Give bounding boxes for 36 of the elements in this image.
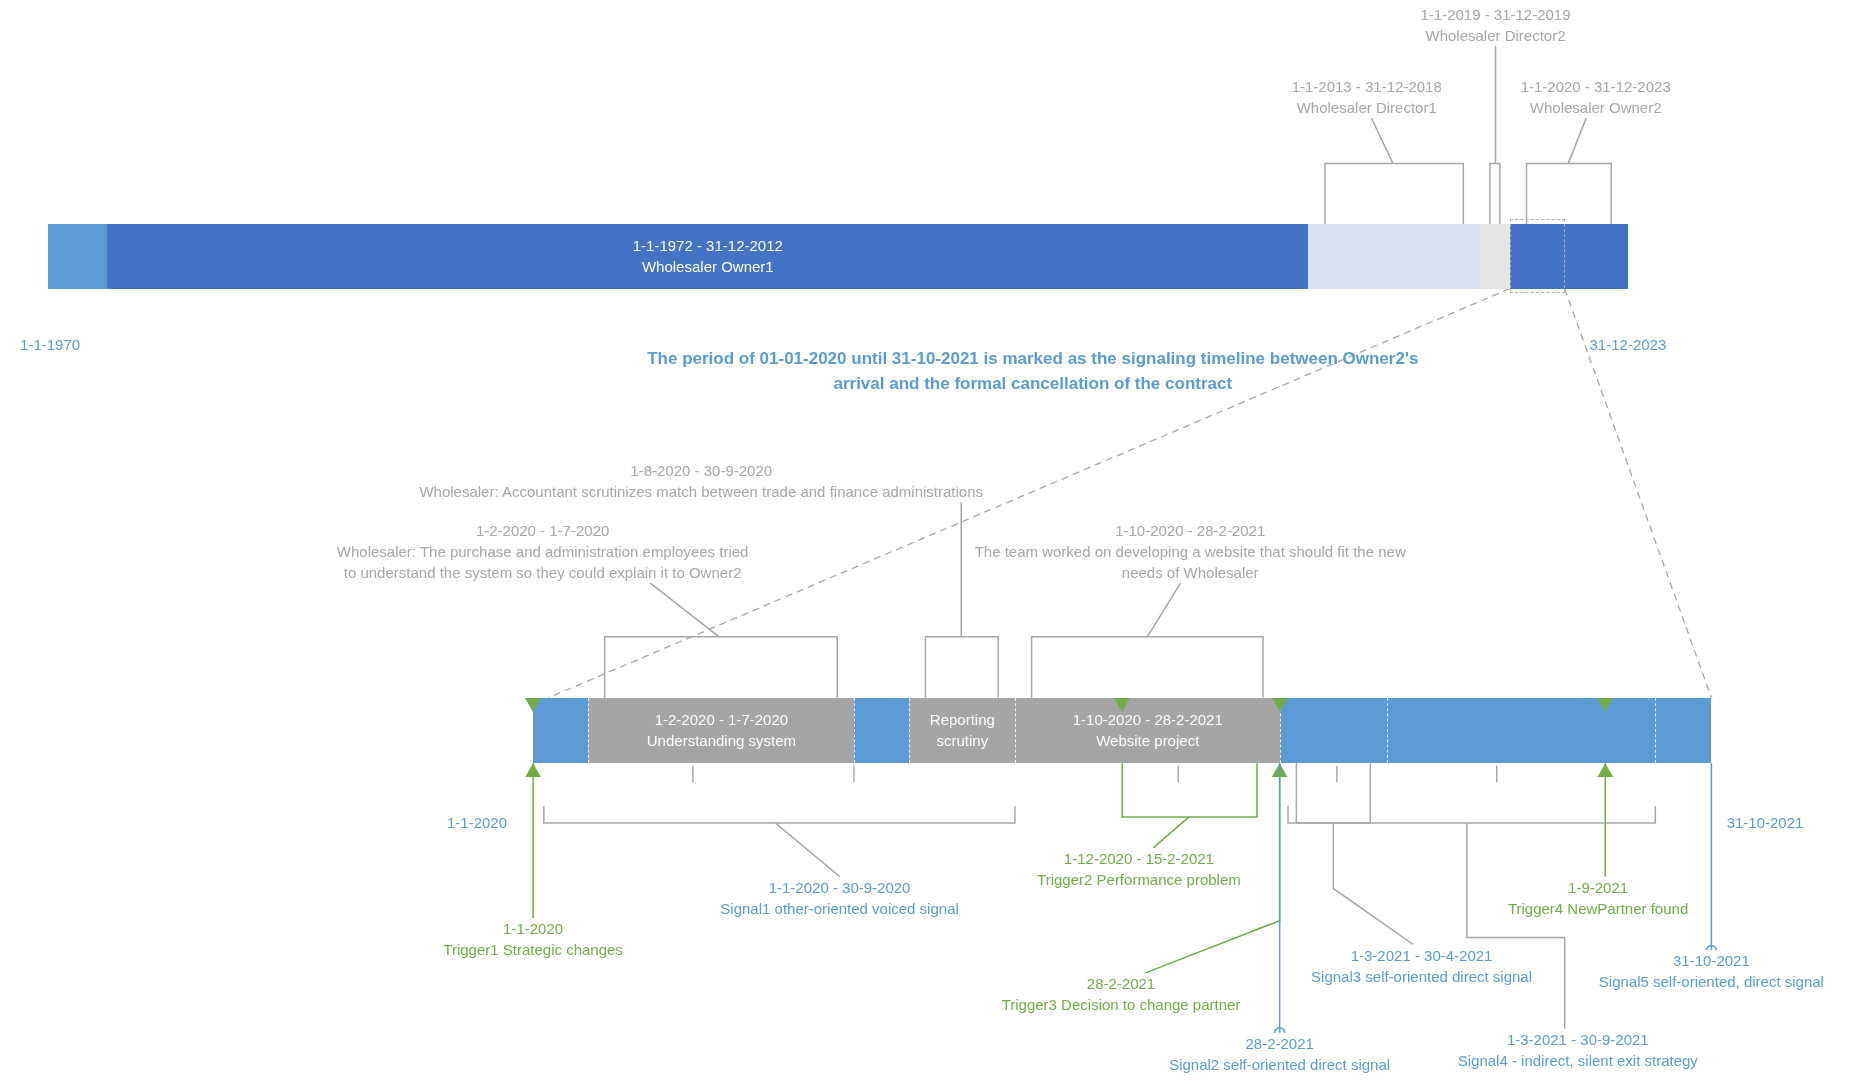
leader-line [1525, 117, 1612, 225]
segment-label: Website project [1096, 731, 1200, 752]
leader-line [1030, 582, 1264, 699]
segment-label: 1-10-2020 - 28-2-2021 [1072, 710, 1223, 731]
timeline-segment [47, 224, 108, 289]
leader-line [1295, 762, 1414, 946]
leader-line [543, 805, 1016, 878]
timeline-segment [1279, 697, 1387, 764]
leader-line [1597, 762, 1614, 878]
date-label: 31-10-2021 [1725, 813, 1805, 834]
segment-label: 1-2-2020 - 1-7-2020 [654, 710, 789, 731]
leader-line [603, 582, 838, 699]
segment-label: Wholesaler Owner1 [641, 257, 774, 278]
segment-label: Reporting scrutiny [928, 710, 996, 752]
leader-line [1324, 117, 1465, 225]
leader-line [525, 762, 542, 919]
timeline-segment [587, 697, 854, 764]
zoom-guide-line [1564, 287, 1713, 699]
timeline-segment [908, 697, 1015, 764]
segment-label: 1-1-1972 - 31-12-2012 [632, 236, 783, 257]
timeline-segment [1387, 697, 1656, 764]
leader-line [1121, 762, 1258, 849]
note-text: The period of 01-01-2020 until 31-10-2021 is marked as the signaling timeline between Owner2's arrival and the formal cancellation of the contract [646, 347, 1420, 396]
leader-line [1287, 805, 1657, 1030]
timeline-segment [533, 697, 588, 764]
leader-line [1489, 44, 1501, 225]
timeline-segment [107, 224, 1309, 289]
timeline-segment [1308, 224, 1480, 289]
leader-line [924, 501, 999, 699]
timeline-segment [1655, 697, 1712, 764]
date-label: 1-1-2020 [446, 813, 509, 834]
timeline-segment [1480, 224, 1510, 289]
timeline-segment [1509, 224, 1628, 289]
segment-label: Understanding system [646, 731, 797, 752]
timeline-segment [1014, 697, 1280, 764]
timeline-segment [853, 697, 909, 764]
